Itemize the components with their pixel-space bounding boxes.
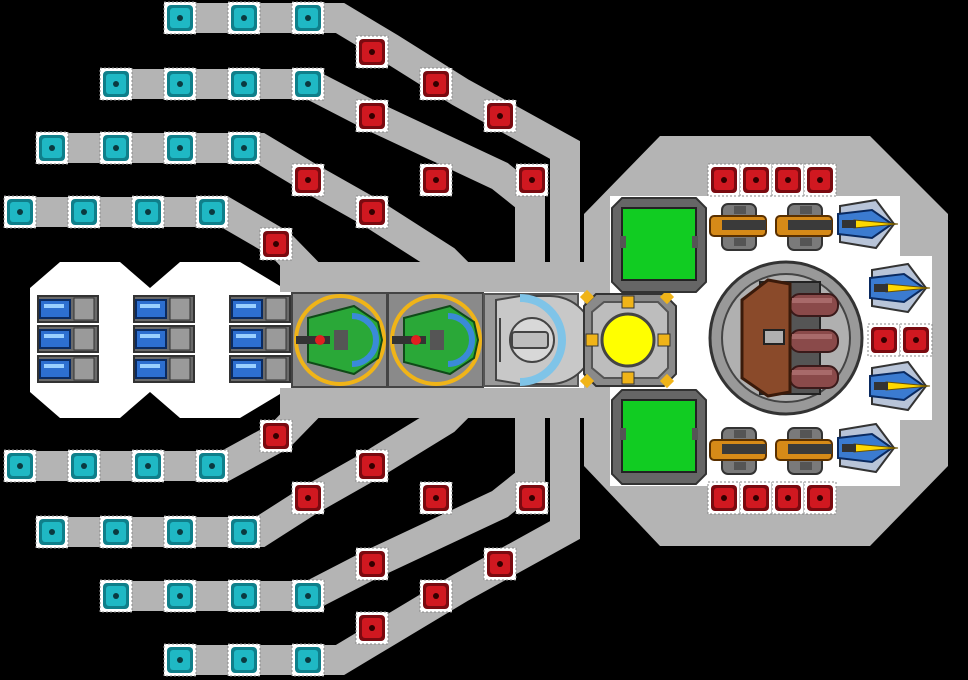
shield-dome-icon[interactable] bbox=[483, 293, 595, 387]
battery-icon[interactable] bbox=[133, 295, 195, 323]
cyan-tile-icon[interactable] bbox=[163, 1, 197, 35]
battery-rack bbox=[37, 292, 99, 388]
cyan-tile-icon[interactable] bbox=[67, 449, 101, 483]
cyan-tile-icon[interactable] bbox=[291, 579, 325, 613]
green-screen-icon[interactable] bbox=[611, 389, 707, 485]
red-tile-icon[interactable] bbox=[803, 481, 837, 515]
red-tile-icon[interactable] bbox=[515, 163, 549, 197]
red-tile-icon[interactable] bbox=[355, 449, 389, 483]
cyan-tile-icon[interactable] bbox=[163, 131, 197, 165]
cannon-icon[interactable] bbox=[708, 260, 864, 416]
blue-gun-icon[interactable] bbox=[837, 422, 899, 474]
red-tile-icon[interactable] bbox=[515, 481, 549, 515]
cyan-tile-icon[interactable] bbox=[67, 195, 101, 229]
weapon-mounts bbox=[708, 198, 931, 478]
reactor-core-icon[interactable] bbox=[579, 289, 677, 389]
battery-rack bbox=[133, 292, 195, 388]
red-tile-icon[interactable] bbox=[739, 481, 773, 515]
red-tile-icon[interactable] bbox=[259, 227, 293, 261]
green-screen-icon[interactable] bbox=[611, 197, 707, 293]
red-tile-icon[interactable] bbox=[771, 481, 805, 515]
battery-icon[interactable] bbox=[37, 325, 99, 353]
cyan-tile-icon[interactable] bbox=[163, 643, 197, 677]
red-tile-icon[interactable] bbox=[355, 99, 389, 133]
lower-leg-2 bbox=[101, 385, 545, 611]
red-tile-icon[interactable] bbox=[739, 163, 773, 197]
red-tile-icon[interactable] bbox=[355, 611, 389, 645]
blue-gun-icon[interactable] bbox=[869, 262, 931, 314]
red-tile-icon[interactable] bbox=[483, 547, 517, 581]
red-tile-icon[interactable] bbox=[291, 481, 325, 515]
cyan-tile-icon[interactable] bbox=[131, 449, 165, 483]
cyan-tile-icon[interactable] bbox=[99, 131, 133, 165]
cyan-tile-icon[interactable] bbox=[35, 131, 69, 165]
cyan-tile-icon[interactable] bbox=[35, 515, 69, 549]
orange-gun-icon[interactable] bbox=[774, 424, 836, 478]
upper-leg-2 bbox=[101, 69, 545, 295]
cyan-tile-icon[interactable] bbox=[3, 195, 37, 229]
cyan-tile-icon[interactable] bbox=[163, 579, 197, 613]
cyan-tile-icon[interactable] bbox=[99, 67, 133, 101]
battery-icon[interactable] bbox=[37, 355, 99, 383]
green-turrets bbox=[291, 292, 484, 388]
battery-icon[interactable] bbox=[229, 295, 291, 323]
battery-icon[interactable] bbox=[229, 355, 291, 383]
battery-icon[interactable] bbox=[37, 295, 99, 323]
blue-gun-icon[interactable] bbox=[869, 360, 931, 412]
red-tile-icon[interactable] bbox=[355, 547, 389, 581]
red-tile-icon[interactable] bbox=[707, 163, 741, 197]
cyan-tile-icon[interactable] bbox=[291, 643, 325, 677]
cyan-tile-icon[interactable] bbox=[291, 67, 325, 101]
cyan-tile-icon[interactable] bbox=[99, 579, 133, 613]
cyan-tile-icon[interactable] bbox=[291, 1, 325, 35]
battery-icon[interactable] bbox=[133, 325, 195, 353]
cyan-tile-icon[interactable] bbox=[227, 131, 261, 165]
orange-gun-icon[interactable] bbox=[774, 200, 836, 254]
cyan-tile-icon[interactable] bbox=[227, 515, 261, 549]
cyan-tile-icon[interactable] bbox=[163, 515, 197, 549]
green-turret-icon[interactable] bbox=[387, 292, 484, 388]
red-tile-icon[interactable] bbox=[803, 163, 837, 197]
tile-layer bbox=[3, 1, 933, 677]
orange-gun-icon[interactable] bbox=[708, 200, 770, 254]
battery-rack bbox=[229, 292, 291, 388]
red-tile-icon[interactable] bbox=[419, 481, 453, 515]
cyan-tile-icon[interactable] bbox=[227, 67, 261, 101]
cyan-tile-icon[interactable] bbox=[227, 1, 261, 35]
cyan-tile-icon[interactable] bbox=[99, 515, 133, 549]
cyan-tile-icon[interactable] bbox=[227, 579, 261, 613]
battery-racks bbox=[37, 292, 291, 388]
red-tile-icon[interactable] bbox=[771, 163, 805, 197]
red-tile-icon[interactable] bbox=[867, 323, 901, 357]
red-tile-icon[interactable] bbox=[899, 323, 933, 357]
orange-gun-icon[interactable] bbox=[708, 424, 770, 478]
red-tile-icon[interactable] bbox=[419, 579, 453, 613]
red-tile-icon[interactable] bbox=[483, 99, 517, 133]
cyan-tile-icon[interactable] bbox=[131, 195, 165, 229]
cyan-tile-icon[interactable] bbox=[195, 195, 229, 229]
lower-leg-1 bbox=[165, 385, 580, 675]
cyan-tile-icon[interactable] bbox=[227, 643, 261, 677]
cyan-tile-icon[interactable] bbox=[3, 449, 37, 483]
red-tile-icon[interactable] bbox=[259, 419, 293, 453]
green-turret-icon[interactable] bbox=[291, 292, 388, 388]
cyan-tile-icon[interactable] bbox=[195, 449, 229, 483]
battery-icon[interactable] bbox=[229, 325, 291, 353]
red-tile-icon[interactable] bbox=[419, 163, 453, 197]
blue-gun-icon[interactable] bbox=[837, 198, 899, 250]
red-tile-icon[interactable] bbox=[707, 481, 741, 515]
upper-leg-1 bbox=[165, 3, 580, 295]
red-tile-icon[interactable] bbox=[355, 35, 389, 69]
red-tile-icon[interactable] bbox=[355, 195, 389, 229]
red-tile-icon[interactable] bbox=[419, 67, 453, 101]
red-tile-icon[interactable] bbox=[291, 163, 325, 197]
battery-icon[interactable] bbox=[133, 355, 195, 383]
cyan-tile-icon[interactable] bbox=[163, 67, 197, 101]
